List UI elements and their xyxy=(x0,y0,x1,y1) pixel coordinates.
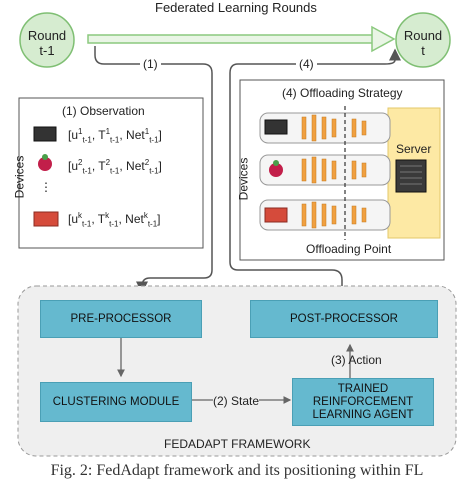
edge-1-line xyxy=(94,46,213,294)
state-label: (2) State xyxy=(213,394,260,408)
federated-rounds-arrow xyxy=(87,25,396,53)
observation-side-label: Devices xyxy=(12,155,27,199)
observation-ellipsis: ⋮ xyxy=(40,180,52,194)
server-label: Server xyxy=(396,142,432,156)
edge-4-label: (4) xyxy=(296,57,317,71)
edge-1-label: (1) xyxy=(140,57,161,71)
server-rack-icon xyxy=(395,159,427,193)
pre-processor-box: PRE-PROCESSOR xyxy=(40,300,202,338)
round-prev-label: Round t-1 xyxy=(27,28,67,58)
rl-agent-box: TRAINED REINFORCEMENT LEARNING AGENT xyxy=(292,378,434,426)
clustering-module-box: CLUSTERING MODULE xyxy=(40,382,192,422)
observation-row-2: [u2t-1, T2t-1, Net2t-1] xyxy=(68,158,162,176)
observation-row-k: [ukt-1, Tkt-1, Netkt-1] xyxy=(68,211,161,229)
observation-title: (1) Observation xyxy=(62,104,145,118)
device-icon-k xyxy=(33,211,59,227)
offloading-title: (4) Offloading Strategy xyxy=(282,86,403,100)
figure-caption: Fig. 2: FedAdapt framework and its posit… xyxy=(50,462,424,479)
device-icon-2 xyxy=(38,157,52,171)
observation-row-1: [u1t-1, T1t-1, Net1t-1] xyxy=(68,127,162,145)
neural-layers xyxy=(301,114,367,229)
edge-4-line xyxy=(229,48,401,298)
diagram-title: Federated Learning Rounds xyxy=(155,0,317,15)
offloading-side-label: Devices xyxy=(236,157,251,201)
offloading-point-label: Offloading Point xyxy=(306,242,392,256)
round-next-circle xyxy=(395,12,451,68)
framework-name: FEDADAPT FRAMEWORK xyxy=(164,437,311,451)
post-processor-box: POST-PROCESSOR xyxy=(250,300,438,338)
round-prev-circle xyxy=(19,12,75,68)
device-icon-1 xyxy=(33,126,57,142)
action-label: (3) Action xyxy=(331,353,382,367)
round-next-label: Round t xyxy=(403,28,443,58)
